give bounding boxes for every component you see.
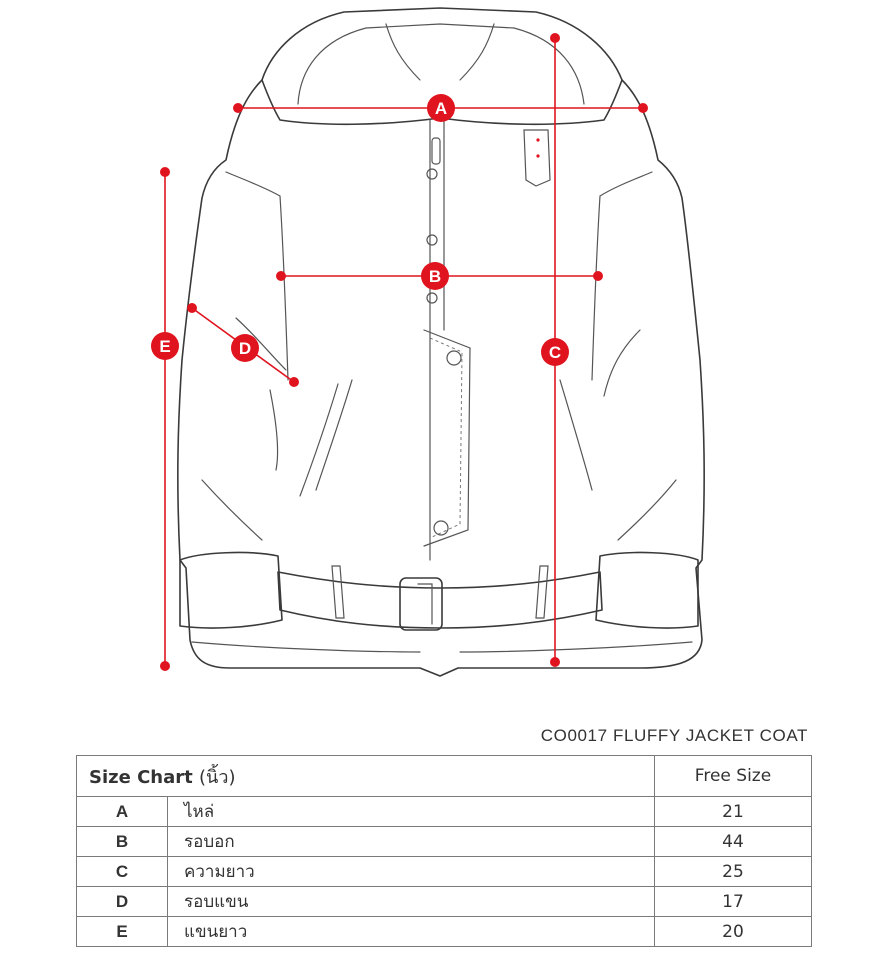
size-chart-unit: (นิ้ว) (199, 766, 236, 788)
row-value: 44 (654, 826, 812, 857)
measurement-d: D (187, 303, 299, 387)
measurement-label-c: C (549, 343, 561, 362)
table-header-row: Size Chart (นิ้ว) Free Size (76, 755, 812, 797)
jacket-outline (177, 7, 705, 677)
table-row: C ความยาว 25 (76, 856, 812, 887)
table-row: A ไหล่ 21 (76, 796, 812, 827)
row-name: รอบแขน (167, 886, 655, 917)
jacket-diagram: A B C D E (151, 7, 705, 677)
product-title: CO0017 FLUFFY JACKET COAT (540, 726, 808, 745)
measurement-a: A (233, 94, 648, 122)
row-name: ความยาว (167, 856, 655, 887)
row-code: B (76, 826, 168, 857)
row-name: รอบอก (167, 826, 655, 857)
row-value: 17 (654, 886, 812, 917)
table-row: D รอบแขน 17 (76, 886, 812, 917)
measurement-c: C (541, 33, 569, 667)
measurement-e: E (151, 167, 179, 671)
table-row: E แขนยาว 20 (76, 916, 812, 947)
size-chart-title: Size Chart (นิ้ว) (76, 755, 655, 797)
row-value: 21 (654, 796, 812, 827)
measurement-label-d: D (239, 339, 251, 358)
row-name: แขนยาว (167, 916, 655, 947)
size-chart-table: Size Chart (นิ้ว) Free Size A ไหล่ 21 B … (76, 755, 812, 947)
measurement-label-a: A (435, 99, 447, 118)
measurement-label-b: B (429, 267, 441, 286)
size-chart-title-text: Size Chart (89, 766, 193, 788)
table-row: B รอบอก 44 (76, 826, 812, 857)
row-value: 20 (654, 916, 812, 947)
row-code: A (76, 796, 168, 827)
row-code: D (76, 886, 168, 917)
row-code: E (76, 916, 168, 947)
row-name: ไหล่ (167, 796, 655, 827)
row-code: C (76, 856, 168, 887)
measurement-b: B (276, 262, 603, 290)
size-header: Free Size (654, 755, 812, 797)
measurement-label-e: E (159, 337, 170, 356)
row-value: 25 (654, 856, 812, 887)
